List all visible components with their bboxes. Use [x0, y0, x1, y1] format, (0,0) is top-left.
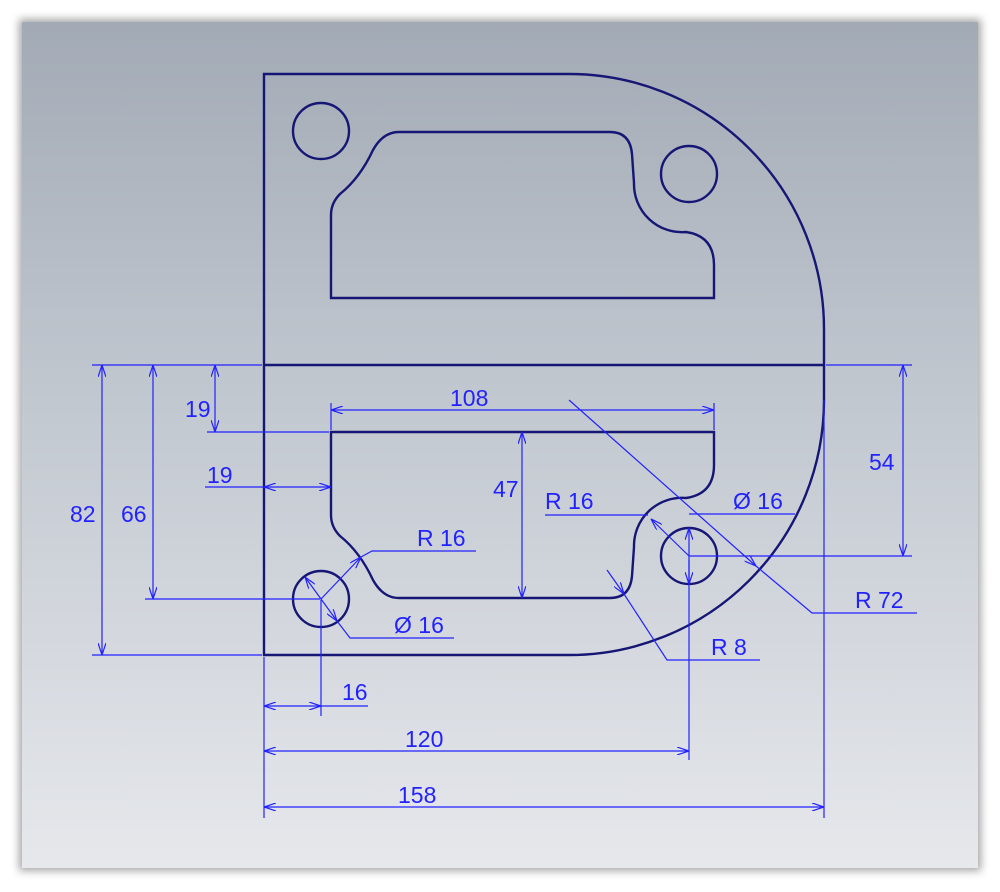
top-left-hole — [291, 101, 351, 161]
callout-label-left-diameter: Ø 16 — [394, 612, 444, 638]
dim-54: 54 — [869, 365, 903, 556]
dim-label-54: 54 — [869, 449, 895, 475]
callout-right-r16: R 16 — [545, 488, 690, 557]
callout-label-right-diameter: Ø 16 — [733, 488, 783, 514]
callout-right-diameter: Ø 16 — [689, 488, 795, 584]
dim-label-19-top: 19 — [185, 396, 211, 422]
dim-120: 120 — [264, 726, 689, 752]
dim-158: 158 — [264, 782, 824, 808]
callout-label-right-r16: R 16 — [545, 488, 594, 514]
dim-label-108: 108 — [450, 385, 488, 411]
dim-82: 82 — [70, 365, 102, 655]
callout-label-r72: R 72 — [855, 587, 904, 613]
top-right-hole — [659, 144, 719, 204]
callout-left-diameter: Ø 16 — [305, 577, 454, 639]
dim-47: 47 — [493, 432, 522, 598]
dim-label-66: 66 — [121, 501, 147, 527]
dim-108: 108 — [331, 385, 714, 411]
dim-label-47: 47 — [493, 476, 519, 502]
dim-16-horizontal: 16 — [264, 679, 368, 706]
dim-label-16: 16 — [342, 679, 368, 705]
callout-left-r16: R 16 — [320, 525, 476, 600]
dim-label-158: 158 — [398, 782, 436, 808]
callout-r72: R 72 — [568, 399, 917, 614]
dim-66: 66 — [121, 365, 153, 599]
callout-r8: R 8 — [606, 569, 760, 661]
dim-label-120: 120 — [405, 726, 443, 752]
dim-19-horizontal: 19 — [205, 462, 331, 488]
bottom-features — [291, 430, 719, 629]
dimensions: 82 66 19 19 108 47 54 16 — [70, 364, 917, 818]
dim-19-vertical: 19 — [185, 365, 215, 432]
callout-label-r8: R 8 — [711, 634, 747, 660]
top-pocket — [329, 130, 716, 300]
part-outline — [262, 72, 826, 657]
dim-label-82: 82 — [70, 501, 96, 527]
drawing-viewport — [22, 22, 978, 868]
dim-label-19-left: 19 — [207, 462, 233, 488]
callout-label-left-r16: R 16 — [417, 525, 466, 551]
top-features — [291, 101, 719, 300]
bottom-pocket — [329, 430, 716, 600]
